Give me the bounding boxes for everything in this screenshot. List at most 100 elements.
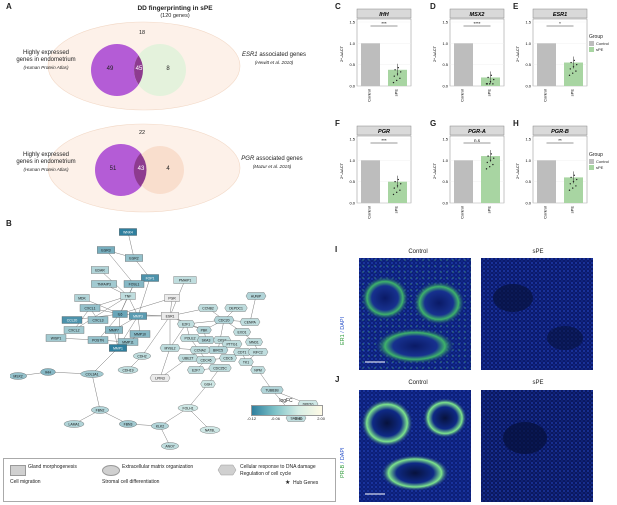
data-point <box>492 163 494 166</box>
x-tick-label: Control <box>543 206 548 219</box>
network-node-ihh <box>40 368 56 376</box>
network-node-cxcl2-label: CXCL2 <box>69 328 80 332</box>
data-point <box>572 180 575 183</box>
y-tick-label: 0.0 <box>525 201 531 206</box>
x-tick-label: sPE <box>394 89 399 97</box>
x-tick-label: sPE <box>570 89 575 97</box>
y-tick-label: 1.5 <box>442 20 448 25</box>
network-node-aunip <box>245 292 267 300</box>
network-node-fop1 <box>141 274 159 282</box>
network-node-lama1-label: LAMA1 <box>68 422 79 426</box>
bar-title-strip <box>532 8 588 19</box>
significance-label: **** <box>473 21 480 26</box>
network-edge <box>127 231 135 259</box>
network-node-ccl20 <box>61 316 83 324</box>
bar-legend-top-spe: sPE <box>596 47 604 52</box>
data-point <box>569 68 571 70</box>
network-node-mdk-label: MDK <box>78 296 86 300</box>
significance-label: *** <box>381 21 387 26</box>
network-node-kifc2-label: KIFC2 <box>253 350 263 354</box>
network-node-npm <box>250 366 266 374</box>
data-point <box>400 183 402 185</box>
network-node-pbk <box>196 326 212 334</box>
network-node-cdc25c <box>208 364 232 372</box>
network-node-tk1 <box>238 358 254 366</box>
network-node-cxcl3 <box>87 316 109 324</box>
mic-j-stain-prb: PR-B <box>340 464 346 478</box>
network-node-cenpa-label: CENPA <box>244 320 256 324</box>
network-node-ano7-label: ANO7 <box>165 444 174 448</box>
x-tick-label: Control <box>367 89 372 102</box>
y-tick-label: 1.0 <box>442 41 448 46</box>
network-node-fbn3-label: FBN3 <box>124 422 133 426</box>
network-node-aunip-label: AUNIP <box>251 294 262 298</box>
network-node-mmp1-label: MMP1 <box>113 346 123 350</box>
data-point <box>489 159 492 162</box>
colorbar-tick-3: 2.00 <box>317 416 325 421</box>
data-point <box>486 83 488 85</box>
data-point <box>393 187 395 189</box>
data-point <box>572 66 575 68</box>
y-tick-label: 1.5 <box>349 137 355 142</box>
network-node-fbn2-label: FBN2 <box>96 408 105 412</box>
network-node-egr2-label: EGR2 <box>129 256 138 260</box>
venn-top-left-label-2: genes in endometrium <box>16 57 76 63</box>
y-axis-label: 2^-ΔΔCT <box>339 45 344 62</box>
venn-bottom-outer-count: 22 <box>138 130 146 136</box>
micrographs <box>359 258 593 502</box>
x-tick-label: Control <box>543 89 548 102</box>
bar-control <box>454 43 473 86</box>
data-point <box>397 66 399 69</box>
bar-control <box>537 160 556 203</box>
network-node-esr1-label: ESR1 <box>166 314 175 318</box>
bar-control <box>361 160 380 203</box>
bar-title: PGR <box>378 129 390 135</box>
venn-top-outer-count: 18 <box>138 30 146 36</box>
data-point <box>493 157 495 159</box>
network-edge <box>91 347 119 375</box>
bar-legend-top: Group Control sPE <box>589 34 609 52</box>
venn-bottom-right-label: PGR associated genes (Mazur et al. 2015) <box>222 156 322 170</box>
network-node-pgr-label: PGR <box>168 296 176 300</box>
legend-ellipse-label-2: Stromal cell differentiation <box>102 479 160 485</box>
network-node-pttg1 <box>221 340 243 348</box>
network-node-egr3-label: EGR3 <box>101 248 110 252</box>
data-point <box>396 185 399 187</box>
network-node-klk2-label: KLK2 <box>156 424 164 428</box>
network-node-ska3 <box>197 336 215 344</box>
data-point <box>570 61 572 64</box>
x-tick-label: Control <box>460 206 465 219</box>
bar-title: PGR-B <box>551 129 569 135</box>
mic-i-stain-er: ER1 <box>340 334 346 345</box>
network-node-dpp10-label: DPP10 <box>303 402 314 406</box>
data-point <box>394 180 396 183</box>
y-tick-label: 0.5 <box>525 179 531 184</box>
legend-swatch-control-2 <box>589 159 594 164</box>
network-node-postn-label: POSTN <box>92 338 104 342</box>
network-node-exo1 <box>233 328 251 336</box>
y-tick-label: 1.0 <box>442 158 448 163</box>
network-node-cdc45 <box>195 356 217 364</box>
legend-rect-label-1: Gland morphogenesis <box>28 464 77 470</box>
y-tick-label: 1.5 <box>525 137 531 142</box>
network-node-cdh19 <box>117 366 139 374</box>
y-axis-label: 2^-ΔΔCT <box>339 162 344 179</box>
network-node-mmp11-label: MMP11 <box>122 340 134 344</box>
network-node-mmp3-label: MMP3 <box>133 314 143 318</box>
venn-bottom-right-source: (Mazur et al. 2015) <box>252 164 292 169</box>
legend-rect-label-2: Cell migration <box>10 479 41 485</box>
network-node-msx2-label: MSX2 <box>13 374 22 378</box>
bar-control <box>361 43 380 86</box>
venn-title: DD fingerprinting in sPE <box>137 5 213 12</box>
colorbar-tick-1: -0.06 <box>270 416 280 421</box>
y-tick-label: 1.5 <box>349 20 355 25</box>
venn-bottom-right-gene: PGR <box>241 156 255 162</box>
network-node-edar <box>91 266 109 274</box>
network-node-wnk4 <box>119 228 137 236</box>
venn-top-left-circle <box>91 44 143 96</box>
network-node-lpin3-label: LPIN3 <box>155 376 165 380</box>
significance-label: ** <box>558 138 562 143</box>
network-node-wisp1 <box>45 334 67 342</box>
